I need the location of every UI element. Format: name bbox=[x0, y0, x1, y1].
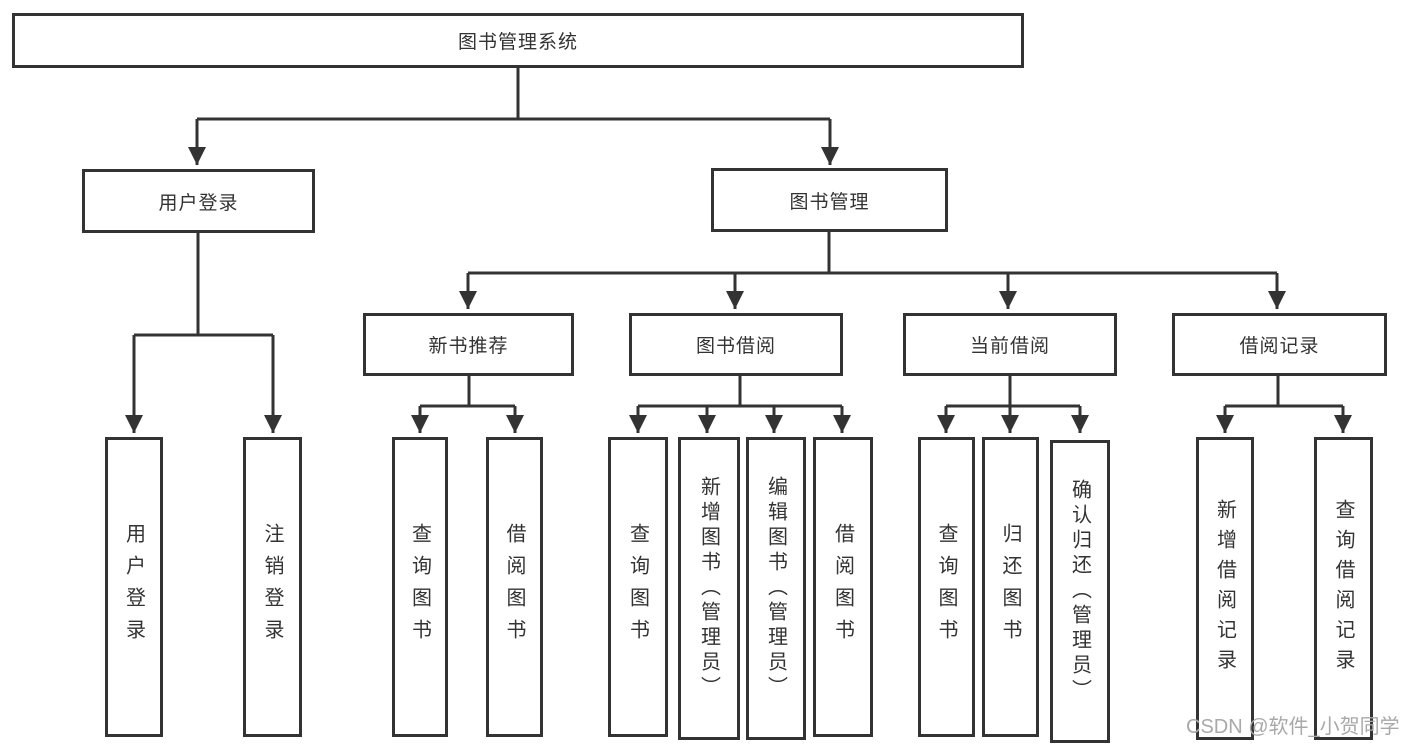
edge-bookborrow-split bbox=[638, 376, 842, 408]
node-root-system: 图书管理系统 bbox=[12, 13, 1024, 68]
leaf-add-borrow-record: 新增借阅记录 bbox=[1196, 437, 1254, 740]
leaf-query-books-recommend: 查询图书 bbox=[392, 437, 448, 737]
node-book-management: 图书管理 bbox=[711, 168, 948, 232]
csdn-watermark: CSDN @软件_小贺同学 bbox=[1186, 716, 1400, 738]
leaf-return-books: 归还图书 bbox=[982, 437, 1039, 737]
leaf-borrow-books-recommend: 借阅图书 bbox=[486, 437, 543, 737]
leaf-query-books-borrow: 查询图书 bbox=[608, 437, 668, 737]
node-book-borrow: 图书借阅 bbox=[629, 313, 843, 376]
leaf-add-book-admin: 新增图书（管理员） bbox=[678, 437, 740, 740]
leaf-query-books-current: 查询图书 bbox=[918, 437, 975, 737]
node-new-book-recommend: 新书推荐 bbox=[363, 313, 574, 376]
leaf-confirm-return-admin: 确认归还（管理员） bbox=[1050, 440, 1110, 743]
leaf-query-borrow-record: 查询借阅记录 bbox=[1314, 437, 1373, 740]
node-user-login: 用户登录 bbox=[82, 169, 315, 233]
edge-currentborrow-split bbox=[946, 376, 1080, 408]
edge-records-split bbox=[1225, 376, 1343, 408]
leaf-edit-book-admin: 编辑图书（管理员） bbox=[746, 437, 806, 740]
node-borrow-records: 借阅记录 bbox=[1172, 313, 1387, 376]
edge-bookmgmt-split bbox=[468, 232, 1277, 275]
node-current-borrow: 当前借阅 bbox=[903, 313, 1117, 376]
leaf-user-login: 用户登录 bbox=[105, 437, 163, 737]
edge-userlogin-split bbox=[134, 232, 273, 337]
edge-newbook-split bbox=[420, 376, 515, 408]
leaf-logout: 注销登录 bbox=[243, 437, 302, 737]
leaf-borrow-books: 借阅图书 bbox=[813, 437, 873, 737]
edge-root-split bbox=[197, 68, 830, 121]
